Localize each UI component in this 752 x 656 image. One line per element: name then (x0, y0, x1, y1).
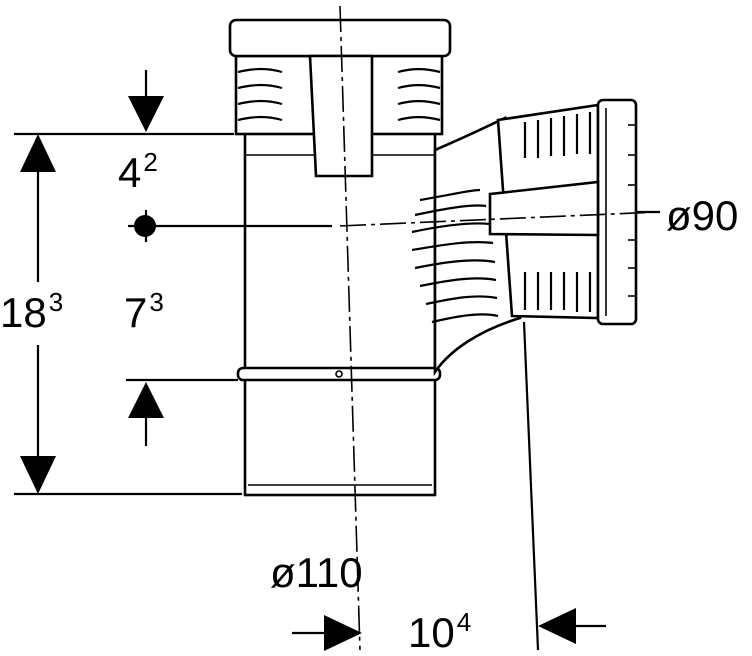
dim-top-offset-sup: 2 (143, 147, 158, 177)
dim-label-branch-offset: 104 (408, 609, 471, 656)
dim-mid-height (126, 378, 238, 446)
reference-point (128, 210, 158, 242)
dim-top-offset (128, 70, 164, 132)
dim-overall-height-base: 18 (0, 289, 47, 336)
dim-top-offset-base: 4 (118, 149, 142, 196)
dim-branch-offset-sup: 4 (456, 607, 472, 637)
branch-body (411, 116, 522, 377)
dim-label-top-offset: 42 (118, 149, 158, 196)
dim-label-d90: ø90 (666, 192, 739, 239)
dim-label-overall-height: 183 (0, 289, 63, 336)
dim-mid-height-base: 7 (124, 289, 148, 336)
center-lines (158, 5, 659, 651)
dim-overall-height-sup: 3 (48, 287, 64, 317)
dim-branch-offset-base: 10 (408, 609, 455, 656)
main-pipe (243, 128, 437, 497)
dim-mid-height-sup: 3 (149, 287, 164, 317)
branch-socket (488, 98, 638, 326)
dim-overall-height (14, 132, 242, 496)
dim-label-mid-height: 73 (124, 289, 164, 336)
dim-branch-offset (292, 608, 606, 651)
top-socket (228, 18, 452, 178)
dim-label-d110: ø110 (270, 549, 363, 596)
socket-band (236, 366, 442, 382)
